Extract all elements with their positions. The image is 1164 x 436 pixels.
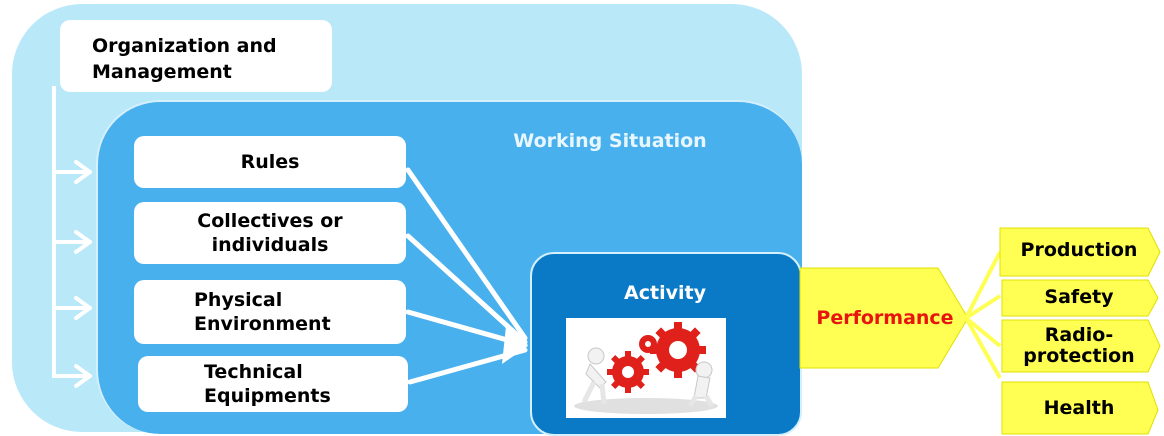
performance-shape <box>799 267 969 369</box>
factor-physical-environment: Physical Environment <box>134 280 406 344</box>
outcome-radioprotection: Radio- protection <box>1004 325 1154 367</box>
factor-rules: Rules <box>134 136 406 188</box>
organization-label: Organization and Management <box>92 35 277 83</box>
outcome-health: Health <box>1004 398 1154 419</box>
org-arrow-4 <box>52 364 92 388</box>
outcome-safety: Safety <box>1004 287 1154 308</box>
activity-title: Activity <box>624 282 706 304</box>
outcome-production-label: Production <box>1020 239 1138 261</box>
outcome-production: Production <box>1004 240 1154 261</box>
organization-box <box>60 20 332 92</box>
outcome-safety-label: Safety <box>1044 286 1114 308</box>
outcome-radioprotection-shape <box>1001 319 1161 373</box>
activity-arrowhead <box>502 326 528 364</box>
outcome-health-label: Health <box>1043 397 1115 419</box>
outcome-radioprotection-line2: protection <box>1023 345 1135 367</box>
factor-technical-equipments: Technical Equipments <box>138 356 408 412</box>
outcome-production-shape <box>999 227 1161 277</box>
factor-collectives-line2: individuals <box>211 234 329 256</box>
outcome-health-shape <box>1001 381 1159 435</box>
factor-collectives: Collectives or individuals <box>134 202 406 264</box>
factor-technical-line2: Equipments <box>204 385 331 407</box>
factor-rules-label: Rules <box>240 151 300 173</box>
gears-image-icon <box>566 318 726 418</box>
factor-technical-line1: Technical <box>204 361 303 383</box>
org-arrow-3 <box>52 296 92 320</box>
arrow-rules <box>405 167 528 341</box>
outcome-safety-shape <box>1001 279 1159 317</box>
org-arrows <box>52 160 92 388</box>
outcome-connectors <box>964 251 1002 379</box>
arrow-collectives <box>405 233 528 345</box>
factor-collectives-line1: Collectives or <box>197 210 343 232</box>
factor-physical-line2: Environment <box>194 313 331 335</box>
performance-label: Performance <box>816 307 954 329</box>
org-arrow-1 <box>52 160 92 184</box>
org-arrow-2 <box>52 230 92 254</box>
working-situation-title: Working Situation <box>513 130 707 152</box>
outcome-radioprotection-line1: Radio- <box>1044 324 1114 346</box>
factor-physical-line1: Physical <box>194 289 283 311</box>
